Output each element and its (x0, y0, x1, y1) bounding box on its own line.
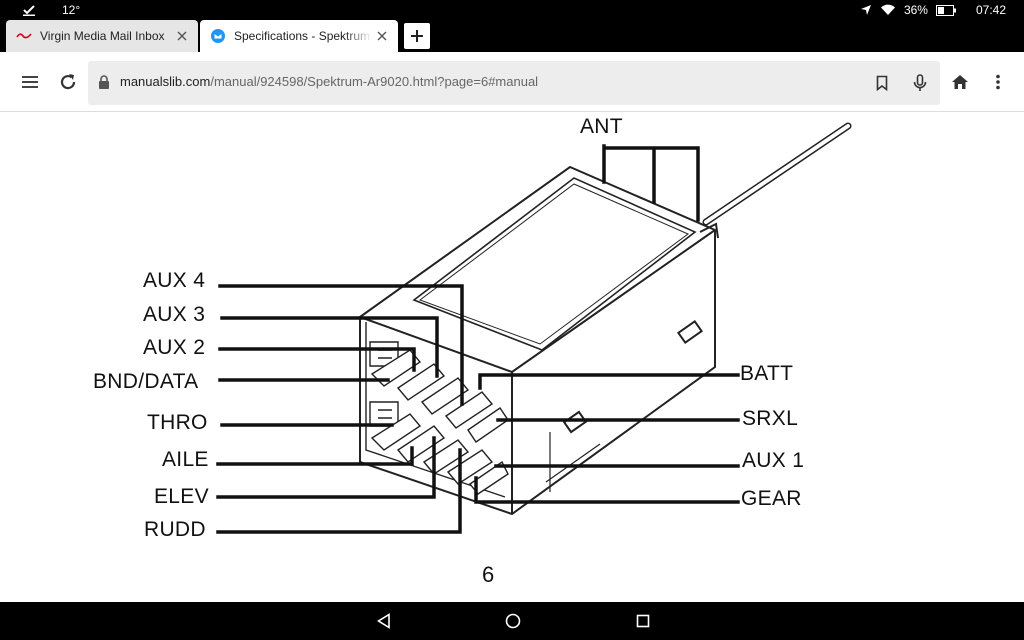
reload-button[interactable] (56, 70, 80, 94)
receiver-body (359, 165, 719, 516)
back-button[interactable] (373, 610, 395, 632)
temperature-text: 12° (62, 3, 81, 17)
label-elev: ELEV (154, 485, 209, 508)
close-tab-icon[interactable] (172, 26, 192, 46)
plus-icon (411, 30, 423, 42)
recents-square-icon (636, 614, 650, 628)
label-ant: ANT (580, 115, 623, 138)
bookmark-icon (876, 75, 888, 91)
reload-icon (60, 74, 76, 90)
label-aux2: AUX 2 (143, 336, 206, 359)
label-aux4: AUX 4 (143, 269, 206, 292)
battery-icon (935, 4, 956, 16)
address-bar[interactable]: manualslib.com/manual/924598/Spektrum-Ar… (88, 61, 940, 105)
label-bnd-data: BND/DATA (93, 370, 199, 393)
status-bar: 12° 36% 07:42 (0, 0, 1024, 20)
browser-toolbar: manualslib.com/manual/924598/Spektrum-Ar… (0, 52, 1024, 112)
new-tab-button[interactable] (404, 23, 430, 49)
url-text: manualslib.com/manual/924598/Spektrum-Ar… (120, 74, 538, 89)
voice-search-button[interactable] (908, 71, 932, 95)
label-thro: THRO (147, 411, 208, 434)
tab-virgin-media[interactable]: Virgin Media Mail Inbox (6, 20, 198, 52)
home-circle-icon (505, 613, 521, 629)
system-nav-bar (0, 602, 1024, 640)
label-aile: AILE (162, 448, 209, 471)
wifi-icon (880, 4, 896, 16)
leader-lines (216, 144, 740, 534)
label-srxl: SRXL (742, 407, 799, 430)
menu-button[interactable] (18, 70, 42, 94)
back-triangle-icon (377, 613, 390, 629)
page-number: 6 (482, 562, 495, 587)
battery-percent: 36% (903, 3, 928, 17)
location-icon (860, 4, 872, 16)
home-icon (952, 75, 968, 89)
manual-page: ANT AUX 4 AUX 3 AUX 2 BND/DATA THRO AILE… (0, 112, 1024, 602)
tab-title: Specifications - Spektrum AR (234, 29, 372, 43)
more-vertical-icon (996, 74, 1000, 90)
tab-strip: Virgin Media Mail Inbox Specifications -… (0, 20, 1024, 52)
url-path: /manual/924598/Spektrum-Ar9020.html?page… (210, 74, 539, 89)
label-rudd: RUDD (144, 518, 206, 541)
label-aux1: AUX 1 (742, 449, 805, 472)
close-tab-icon[interactable] (372, 26, 392, 46)
check-notification-icon (22, 4, 36, 16)
manualslib-favicon-icon (210, 28, 226, 44)
label-aux3: AUX 3 (143, 303, 206, 326)
tab-specifications[interactable]: Specifications - Spektrum AR (200, 20, 398, 52)
overflow-menu-button[interactable] (986, 70, 1010, 94)
recents-button[interactable] (632, 610, 654, 632)
tab-title: Virgin Media Mail Inbox (40, 29, 165, 43)
url-host: manualslib.com (120, 74, 211, 89)
lock-icon (98, 75, 110, 94)
home-button[interactable] (948, 70, 972, 94)
home-nav-button[interactable] (502, 610, 524, 632)
label-batt: BATT (740, 362, 794, 385)
hamburger-icon (22, 76, 38, 88)
clock-text: 07:42 (975, 3, 1006, 17)
microphone-icon (913, 74, 927, 91)
antenna-wire (702, 122, 852, 226)
label-gear: GEAR (741, 487, 802, 510)
receiver-diagram (216, 122, 852, 534)
bookmark-button[interactable] (870, 71, 894, 95)
virgin-media-favicon-icon (16, 28, 32, 44)
